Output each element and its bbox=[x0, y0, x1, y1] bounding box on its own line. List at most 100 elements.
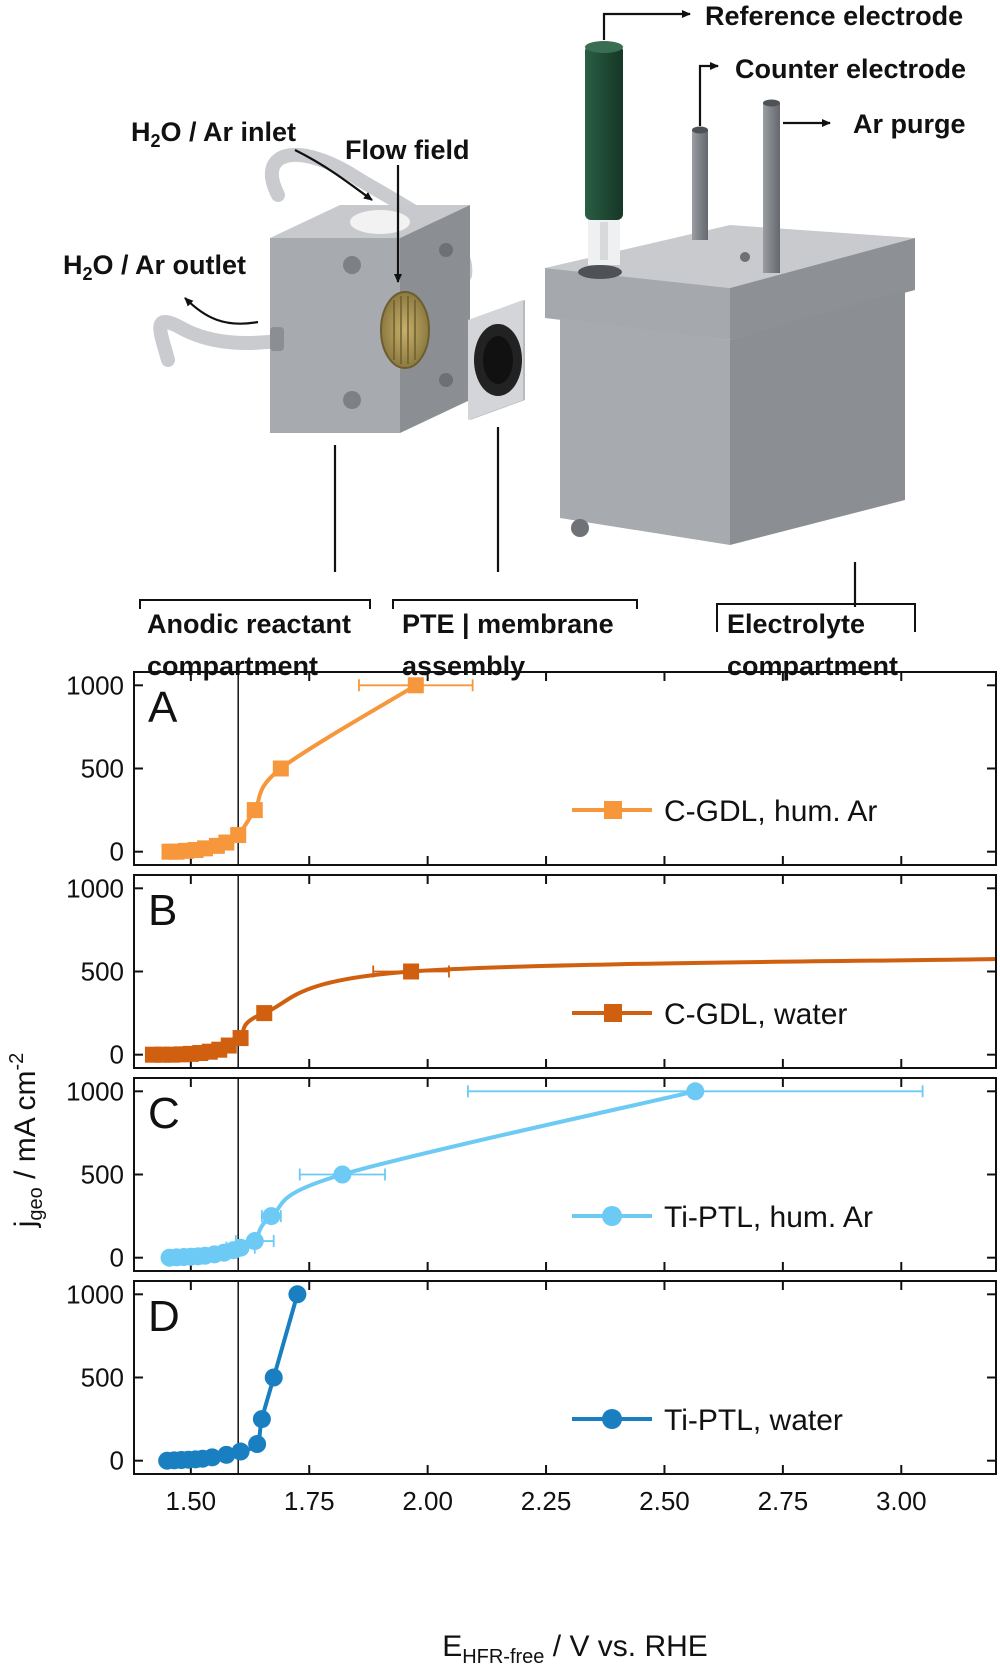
x-tick-label: 1.50 bbox=[166, 1486, 217, 1516]
y-tick-label: 500 bbox=[81, 1160, 124, 1190]
data-point bbox=[245, 1232, 264, 1251]
data-point bbox=[333, 1165, 352, 1184]
data-point bbox=[231, 1238, 250, 1257]
screw-hole-icon bbox=[439, 243, 453, 257]
data-point bbox=[246, 802, 263, 819]
x-tick-label: 2.75 bbox=[758, 1486, 809, 1516]
data-point bbox=[230, 827, 247, 844]
legend-label: Ti-PTL, hum. Ar bbox=[664, 1201, 873, 1234]
counter-electrode-rod bbox=[692, 126, 708, 240]
data-point bbox=[262, 1207, 281, 1226]
pte-assembly-label-1: PTE | membrane bbox=[402, 609, 614, 639]
legend-label: C-GDL, hum. Ar bbox=[664, 795, 877, 828]
panel-c: 0 500 1000 C Ti-PTL, hum. Ar bbox=[66, 1076, 997, 1273]
y-tick-label: 500 bbox=[81, 754, 124, 784]
data-point bbox=[231, 1442, 250, 1461]
screw-hole-icon bbox=[343, 391, 361, 409]
y-axis-title: jgeo / mA cm-2 bbox=[6, 1053, 47, 1229]
data-point bbox=[272, 760, 289, 777]
outlet-arrow-icon bbox=[184, 297, 259, 325]
series-line bbox=[169, 1089, 696, 1260]
data-point bbox=[203, 1448, 222, 1467]
panel-b: 0 500 1000 B C-GDL, water bbox=[66, 873, 997, 1070]
panel-frame bbox=[133, 1280, 997, 1475]
y-tick-label: 1000 bbox=[66, 873, 124, 903]
data-point bbox=[686, 1082, 705, 1101]
legend-swatch-marker bbox=[604, 1004, 622, 1022]
cell-illustration: Reference electrode Counter electrode Ar… bbox=[63, 1, 966, 681]
panel-a: 0 500 1000 A C-GDL, hum. Ar bbox=[66, 670, 997, 867]
inlet-arrow-icon bbox=[294, 149, 373, 201]
data-point bbox=[248, 1435, 267, 1454]
legend-label: Ti-PTL, water bbox=[664, 1404, 843, 1437]
legend-label: C-GDL, water bbox=[664, 998, 847, 1031]
y-tick-label: 500 bbox=[81, 957, 124, 987]
anodic-compartment-label-1: Anodic reactant bbox=[147, 609, 351, 639]
reference-electrode-label: Reference electrode bbox=[705, 1, 963, 31]
reference-electrode-rod bbox=[585, 41, 623, 265]
x-tick-label: 2.00 bbox=[402, 1486, 453, 1516]
counter-electrode-arrow-icon bbox=[698, 62, 719, 126]
pte-assembly-label-2: assembly bbox=[402, 651, 525, 681]
panel-letter: B bbox=[148, 886, 177, 935]
y-tick-label: 0 bbox=[110, 1243, 124, 1273]
ar-purge-label: Ar purge bbox=[853, 109, 966, 139]
x-tick-label: 2.50 bbox=[639, 1486, 690, 1516]
x-tick-label: 2.25 bbox=[521, 1486, 572, 1516]
electrolyte-compartment-label-2: compartment bbox=[727, 651, 898, 681]
panel-letter: A bbox=[148, 683, 178, 732]
y-tick-label: 0 bbox=[110, 837, 124, 867]
panel-letter: D bbox=[148, 1292, 180, 1341]
data-point bbox=[256, 1005, 273, 1022]
x-tick-label: 1.75 bbox=[284, 1486, 335, 1516]
data-point bbox=[217, 1445, 236, 1464]
hose-fitting bbox=[270, 327, 284, 351]
panel-d: 0 500 1000 D Ti-PTL, water bbox=[66, 1279, 997, 1476]
panel-letter: C bbox=[148, 1089, 180, 1138]
flow-field-label: Flow field bbox=[345, 135, 470, 165]
legend-swatch-marker bbox=[602, 1206, 622, 1226]
y-tick-label: 0 bbox=[110, 1040, 124, 1070]
electrolyte-block bbox=[545, 225, 915, 545]
data-point bbox=[403, 963, 420, 980]
data-point bbox=[232, 1030, 249, 1047]
anodic-compartment-label-2: compartment bbox=[147, 651, 318, 681]
outlet-label: H2O / Ar outlet bbox=[63, 250, 246, 284]
counter-electrode-label: Counter electrode bbox=[735, 54, 966, 84]
y-tick-label: 500 bbox=[81, 1363, 124, 1393]
ar-purge-rod bbox=[763, 99, 780, 273]
callout-arrows bbox=[184, 10, 857, 607]
screw-icon bbox=[571, 519, 589, 537]
panel-frame bbox=[133, 671, 997, 866]
series-line bbox=[152, 957, 997, 1057]
flow-field-channels bbox=[393, 296, 416, 364]
y-tick-label: 1000 bbox=[66, 1279, 124, 1309]
outlet-hose bbox=[153, 315, 292, 367]
electrolyte-compartment-label-1: Electrolyte bbox=[727, 609, 865, 639]
data-point bbox=[407, 677, 424, 694]
x-tick-label: 3.00 bbox=[876, 1486, 927, 1516]
inlet-label: H2O / Ar inlet bbox=[131, 117, 296, 151]
y-tick-label: 0 bbox=[110, 1446, 124, 1476]
flow-field-disc bbox=[380, 291, 430, 369]
data-point bbox=[288, 1285, 307, 1304]
panel-frame bbox=[133, 1077, 997, 1272]
screw-hole-icon bbox=[439, 373, 453, 387]
panel-frame bbox=[133, 874, 997, 1069]
y-tick-label: 1000 bbox=[66, 670, 124, 700]
y-tick-label: 1000 bbox=[66, 1076, 124, 1106]
data-point bbox=[264, 1368, 283, 1387]
x-axis-title: EHFR-free / V vs. RHE bbox=[442, 1630, 708, 1665]
anodic-block bbox=[270, 205, 470, 433]
pte-membrane bbox=[468, 300, 525, 420]
label-brackets bbox=[139, 599, 916, 632]
legend-swatch-marker bbox=[602, 1409, 622, 1429]
screw-hole-icon bbox=[343, 256, 361, 274]
reference-electrode-arrow-icon bbox=[602, 10, 691, 40]
legend-swatch-marker bbox=[604, 801, 622, 819]
series-line bbox=[169, 683, 417, 854]
data-point bbox=[252, 1410, 271, 1429]
